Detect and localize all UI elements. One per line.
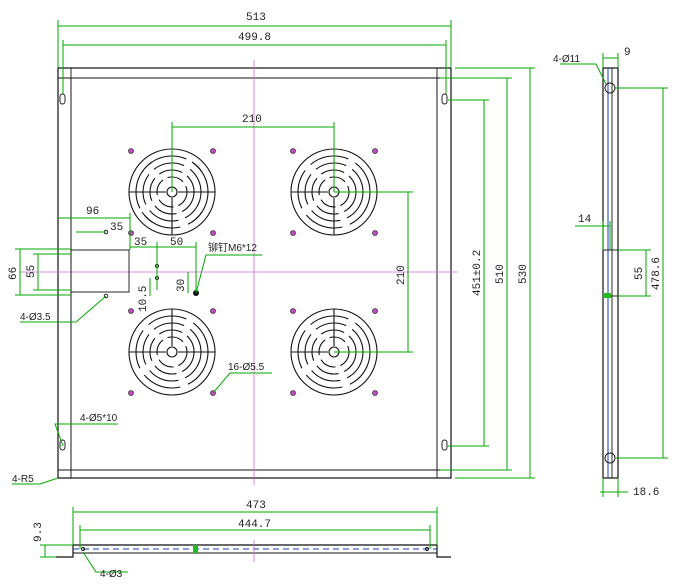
corner-slot — [441, 93, 448, 105]
dim-offset-10-5: 10.5 — [138, 286, 150, 312]
front-view — [12, 20, 535, 485]
dim-overall-width: 513 — [246, 12, 266, 24]
side-outline — [602, 67, 619, 479]
note-holes-16: 16-Ø5.5 — [228, 362, 265, 373]
note-radius: 4-R5 — [12, 474, 34, 485]
dim-fan-spacing-h: 210 — [242, 114, 262, 126]
note-rivet: 铆钉M6*12 — [208, 241, 257, 254]
note-slots: 4-Ø5*10 — [80, 413, 118, 424]
fan-grille — [128, 308, 216, 396]
dim-inner-width: 499.8 — [238, 32, 271, 44]
dim-offset-35: 35 — [110, 222, 123, 234]
dim-offset-35b: 35 — [134, 237, 147, 249]
side-slot — [602, 249, 619, 297]
note-bottom-holes: 4-Ø3 — [100, 569, 123, 580]
corner-slot — [441, 439, 448, 451]
plate-outline — [57, 67, 452, 479]
note-holes-3-5: 4-Ø3.5 — [20, 312, 51, 323]
dim-height-530: 530 — [518, 264, 530, 284]
dim-offset-30: 30 — [176, 279, 188, 292]
side-view — [560, 53, 668, 497]
corner-slot — [59, 93, 66, 105]
dim-fan-spacing-v: 210 — [396, 265, 408, 285]
dim-height-510: 510 — [495, 264, 507, 284]
dim-side-depth: 18.6 — [633, 487, 659, 499]
dim-bottom-width: 473 — [246, 500, 266, 512]
dim-side-thickness: 9 — [624, 47, 631, 59]
corner-slot — [59, 439, 66, 451]
dim-offset-50: 50 — [170, 237, 183, 249]
dim-bottom-inner-width: 444.7 — [238, 519, 271, 531]
fan-mount-holes — [128, 148, 378, 396]
dim-side-offset-14: 14 — [578, 214, 592, 226]
dim-slot-55: 55 — [26, 265, 38, 278]
dim-bottom-height: 9.3 — [33, 522, 45, 542]
dim-side-hole-dia: 4-Ø11 — [553, 54, 580, 65]
dim-side-height: 478.6 — [651, 257, 663, 290]
cable-slot — [70, 249, 130, 293]
dim-slot-66: 66 — [8, 267, 20, 280]
dim-side-slot-55: 55 — [634, 267, 646, 280]
dim-hole-pitch: 451±0.2 — [472, 250, 484, 296]
dim-offset-96: 96 — [86, 206, 99, 218]
bottom-view — [40, 507, 451, 573]
